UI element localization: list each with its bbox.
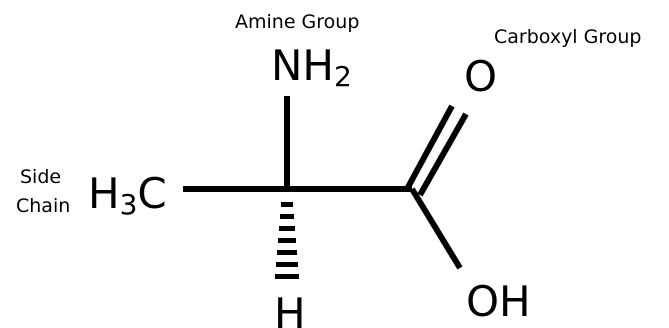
wedge-hash-1: [281, 202, 293, 207]
wedge-hash-6: [276, 262, 298, 267]
methyl-subscript: 3: [120, 188, 138, 221]
amine-nh: NH: [271, 41, 334, 90]
wedge-hash-3: [279, 226, 295, 231]
methyl-group-atom: H3C: [88, 169, 167, 221]
methyl-h: H: [88, 169, 120, 218]
bond-carbonyl-double-b: [417, 112, 469, 197]
amine-subscript: 2: [334, 60, 352, 93]
side-chain-label-line1: Side: [20, 166, 61, 188]
bond-carbonyl-double-a: [404, 104, 455, 191]
wedge-hash-7: [275, 274, 299, 279]
alpha-hydrogen-atom: H: [274, 289, 306, 328]
amine-atom: NH2: [271, 41, 352, 93]
carboxyl-group-label: Carboxyl Group: [494, 26, 641, 48]
hashed-wedge-bond-alpha-hydrogen: [275, 202, 299, 279]
wedge-hash-2: [280, 214, 294, 219]
side-chain-label-line2: Chain: [16, 195, 70, 217]
hydroxyl-atom: OH: [466, 277, 531, 326]
carbonyl-oxygen-atom: O: [464, 52, 497, 101]
bond-carboxyl-to-hydroxyl: [409, 187, 463, 270]
amine-group-label: Amine Group: [235, 11, 359, 33]
methyl-c: C: [137, 169, 166, 218]
wedge-hash-5: [277, 250, 297, 255]
wedge-hash-4: [278, 238, 296, 243]
